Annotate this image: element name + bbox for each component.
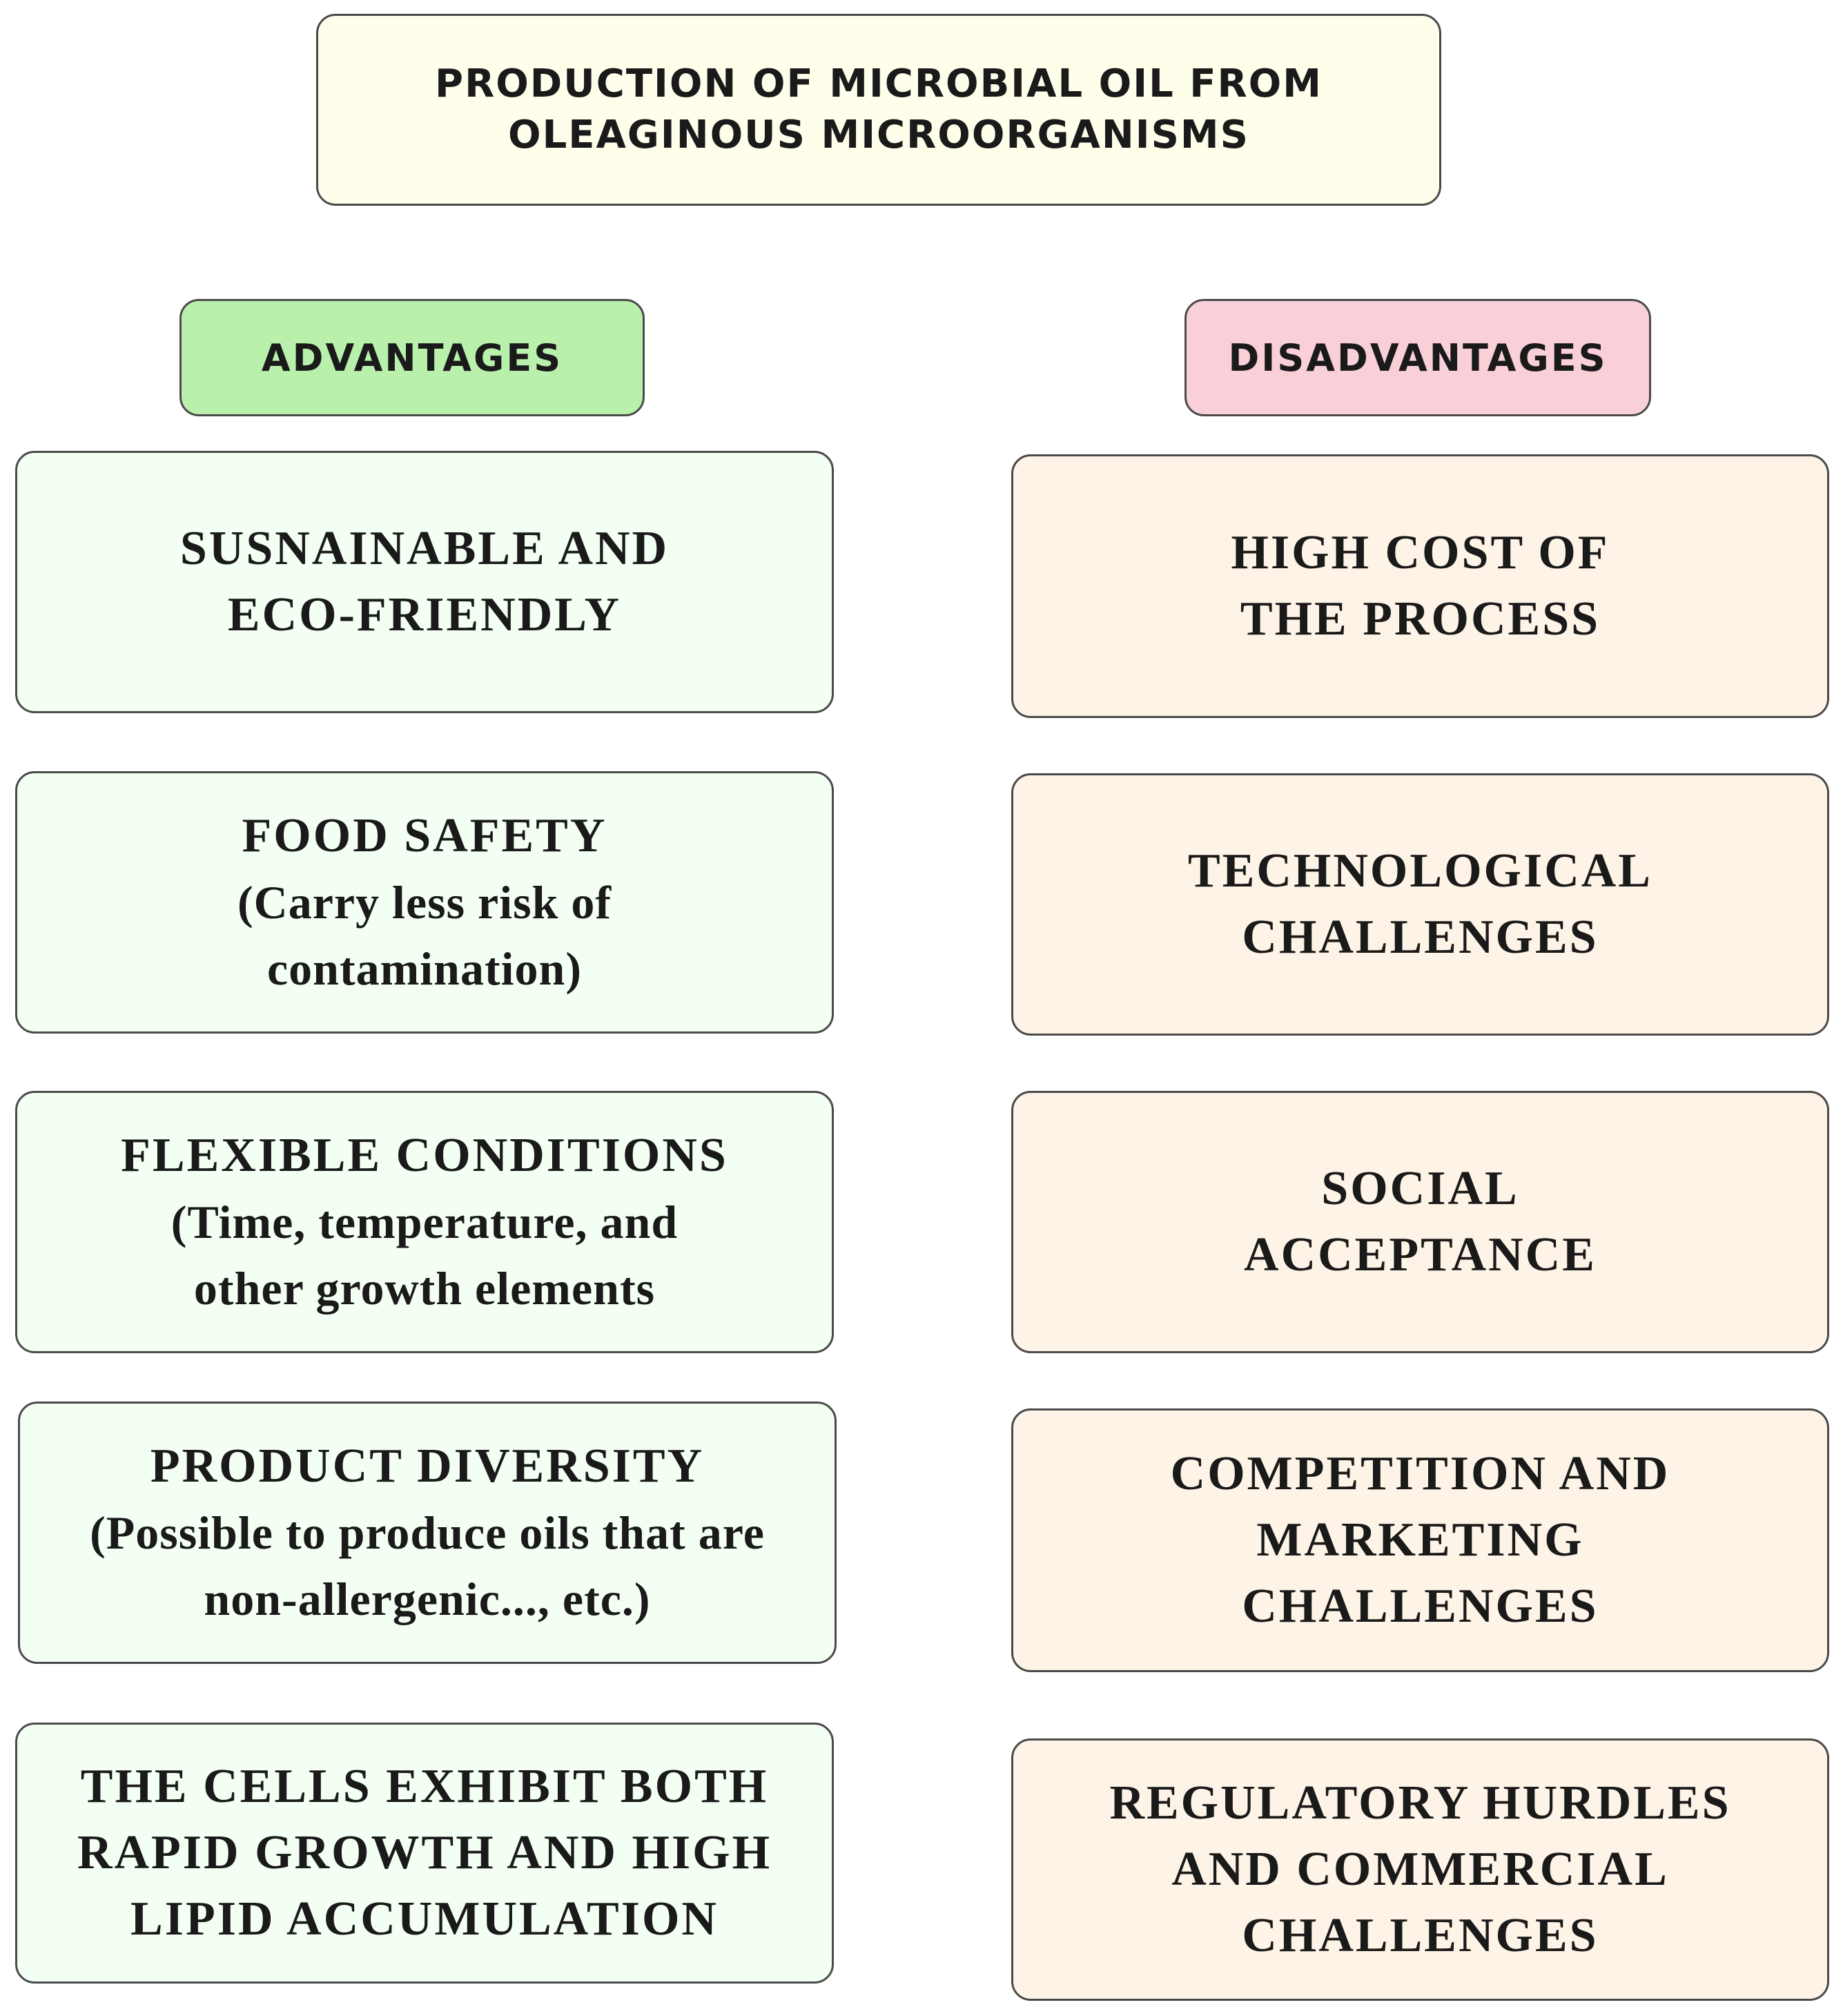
disadvantage-card-line: TECHNOLOGICAL [1188, 844, 1652, 898]
advantage-card-line: (Carry less risk of [237, 876, 612, 929]
advantage-card-line: LIPID ACCUMULATION [130, 1892, 719, 1946]
advantage-card-line: other growth elements [193, 1262, 656, 1315]
advantage-card-line: SUSNAINABLE AND [179, 522, 670, 575]
disadvantage-card-line: CHALLENGES [1242, 1909, 1599, 1962]
disadvantage-card-technological: TECHNOLOGICAL CHALLENGES [1011, 773, 1829, 1036]
disadvantages-header: DISADVANTAGES [1184, 299, 1651, 416]
disadvantage-card-social-acceptance: SOCIAL ACCEPTANCE [1011, 1091, 1829, 1353]
advantages-header: ADVANTAGES [179, 299, 645, 416]
advantage-card-line: non-allergenic..., etc.) [204, 1573, 651, 1625]
disadvantage-card-line: MARKETING [1256, 1513, 1584, 1567]
diagram-title-line-2: OLEAGINOUS MICROORGANISMS [508, 113, 1249, 157]
advantage-card-sustainable: SUSNAINABLE AND ECO-FRIENDLY [15, 451, 834, 713]
advantage-card-line: FOOD SAFETY [242, 809, 607, 862]
disadvantage-card-line: CHALLENGES [1242, 1580, 1599, 1633]
advantage-card-product-diversity: PRODUCT DIVERSITY (Possible to produce o… [18, 1402, 837, 1664]
advantage-card-line: contamination) [267, 942, 582, 995]
disadvantage-card-high-cost: HIGH COST OF THE PROCESS [1011, 454, 1829, 718]
disadvantages-header-label: DISADVANTAGES [1228, 336, 1608, 380]
disadvantage-card-line: ACCEPTANCE [1244, 1228, 1597, 1281]
disadvantage-card-competition: COMPETITION AND MARKETING CHALLENGES [1011, 1408, 1829, 1672]
disadvantage-card-line: SOCIAL [1321, 1162, 1519, 1215]
disadvantage-card-regulatory: REGULATORY HURDLES AND COMMERCIAL CHALLE… [1011, 1738, 1829, 2001]
advantage-card-line: PRODUCT DIVERSITY [150, 1440, 705, 1493]
advantage-card-line: (Time, temperature, and [170, 1196, 679, 1248]
disadvantage-card-line: THE PROCESS [1240, 592, 1601, 646]
disadvantage-card-line: AND COMMERCIAL [1171, 1843, 1669, 1896]
advantage-card-line: FLEXIBLE CONDITIONS [121, 1129, 728, 1182]
advantage-card-flexible-conditions: FLEXIBLE CONDITIONS (Time, temperature, … [15, 1091, 834, 1353]
advantages-header-label: ADVANTAGES [261, 336, 563, 380]
diagram-title-box: PRODUCTION OF MICROBIAL OIL FROM OLEAGIN… [316, 14, 1441, 206]
disadvantage-card-line: REGULATORY HURDLES [1109, 1776, 1731, 1830]
advantage-card-line: (Possible to produce oils that are [90, 1506, 765, 1559]
disadvantage-card-line: CHALLENGES [1242, 911, 1599, 964]
advantage-card-line: RAPID GROWTH AND HIGH [77, 1826, 772, 1879]
advantage-card-rapid-growth: THE CELLS EXHIBIT BOTH RAPID GROWTH AND … [15, 1723, 834, 1984]
diagram-title-line-1: PRODUCTION OF MICROBIAL OIL FROM [435, 61, 1323, 106]
advantage-card-line: ECO-FRIENDLY [227, 588, 622, 641]
disadvantage-card-line: HIGH COST OF [1231, 526, 1610, 579]
disadvantage-card-line: COMPETITION AND [1170, 1447, 1670, 1500]
advantage-card-food-safety: FOOD SAFETY (Carry less risk of contamin… [15, 771, 834, 1034]
advantage-card-line: THE CELLS EXHIBIT BOTH [80, 1760, 769, 1813]
